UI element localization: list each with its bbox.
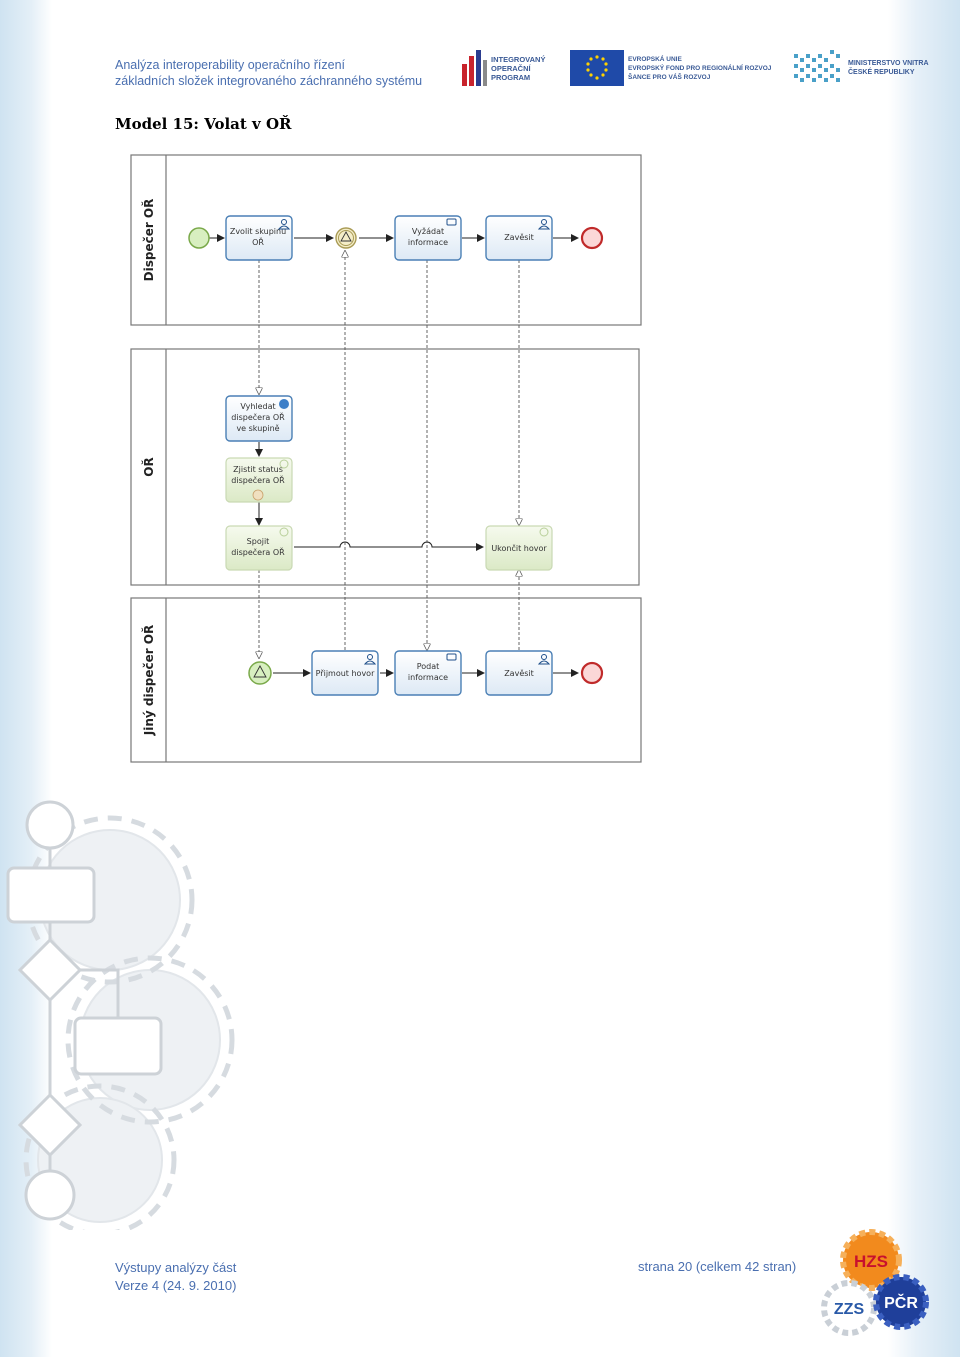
task-spojit-dispecera: Spojit dispečera OŘ xyxy=(225,525,293,571)
end-event-bottom xyxy=(580,661,604,685)
task-zjistit-status: Zjistit status dispečera OŘ xyxy=(225,457,293,503)
manual-task-icon xyxy=(446,218,457,226)
svg-text:Zavěsit: Zavěsit xyxy=(504,669,534,678)
eu-line-1: EVROPSKÁ UNIE xyxy=(628,55,682,63)
svg-text:dispečera OŘ: dispečera OŘ xyxy=(231,412,285,422)
signal-catch-event-top xyxy=(335,227,357,249)
service-task-icon xyxy=(539,527,549,537)
loop-marker-icon xyxy=(252,489,264,501)
mv-dots-icon xyxy=(794,50,840,82)
page-edge-right xyxy=(888,0,960,1357)
lane-jiny-dispecer: Jiný dispečer OŘ xyxy=(130,597,642,763)
signal-start-event-bottom xyxy=(248,661,272,685)
manual-task-icon xyxy=(446,653,457,661)
svg-text:Spojit: Spojit xyxy=(247,537,270,546)
bpmn-diagram: Dispečer OŘ OŘ Jiný dispečer OŘ xyxy=(130,154,642,763)
svg-text:HZS: HZS xyxy=(854,1252,888,1271)
service-task-icon xyxy=(279,527,289,537)
task-podat-informace: Podat informace xyxy=(394,650,462,696)
header-line-1: Analýza interoperability operačního říze… xyxy=(115,58,345,72)
pcr-badge: PČR xyxy=(873,1274,929,1330)
end-event-top xyxy=(580,226,604,250)
service-task-icon xyxy=(279,399,289,409)
user-task-icon xyxy=(537,654,551,665)
user-task-icon xyxy=(363,654,377,665)
svg-text:dispečera OŘ: dispečera OŘ xyxy=(231,547,285,557)
iop-bars-icon xyxy=(462,50,487,86)
service-task-icon xyxy=(279,459,289,469)
eu-line-2: EVROPSKÝ FOND PRO REGIONÁLNÍ ROZVOJ xyxy=(628,64,772,72)
task-vyhledat-dispecera: Vyhledat dispečera OŘ ve skupině xyxy=(225,395,293,442)
task-zavesit-top: Zavěsit xyxy=(485,215,553,261)
task-zvolit-skupinu: Zvolit skupinu OŘ xyxy=(225,215,293,261)
task-ukoncit-hovor: Ukončit hovor xyxy=(485,525,553,571)
zzs-badge: ZZS xyxy=(821,1280,877,1336)
header-logos: INTEGROVANÝ OPERAČNÍ PROGRAM EVROPSKÁ UN… xyxy=(460,46,930,92)
svg-text:Zavěsit: Zavěsit xyxy=(504,233,534,242)
svg-text:ZZS: ZZS xyxy=(834,1301,865,1318)
lane-label-jiny: Jiný dispečer OŘ xyxy=(141,625,156,736)
footer-page-number: strana 20 (celkem 42 stran) xyxy=(638,1259,797,1274)
iop-logo: INTEGROVANÝ OPERAČNÍ PROGRAM xyxy=(460,46,545,90)
mv-line-1: MINISTERSTVO VNITRA xyxy=(848,60,929,67)
page-header: Analýza interoperability operačního říze… xyxy=(115,57,422,89)
svg-text:OŘ: OŘ xyxy=(252,237,264,247)
eu-flag-icon xyxy=(570,50,624,86)
svg-text:Přijmout hovor: Přijmout hovor xyxy=(316,669,375,678)
svg-text:Podat: Podat xyxy=(417,662,440,671)
iop-line-3: PROGRAM xyxy=(491,72,531,82)
mv-line-2: ČESKÉ REPUBLIKY xyxy=(848,69,915,76)
iop-line-1: INTEGROVANÝ xyxy=(491,54,546,64)
eu-line-3: ŠANCE PRO VÁŠ ROZVOJ xyxy=(628,73,711,81)
header-line-2: základních složek integrovaného záchrann… xyxy=(115,74,423,88)
task-prijmout-hovor: Přijmout hovor xyxy=(311,650,379,696)
eu-logo: EVROPSKÁ UNIE EVROPSKÝ FOND PRO REGIONÁL… xyxy=(570,46,771,90)
svg-text:PČR: PČR xyxy=(884,1293,918,1312)
iop-line-2: OPERAČNÍ xyxy=(491,63,531,73)
lane-dispecer: Dispečer OŘ xyxy=(130,154,642,326)
svg-text:Ukončit hovor: Ukončit hovor xyxy=(491,543,547,553)
svg-text:informace: informace xyxy=(408,238,448,247)
svg-text:informace: informace xyxy=(408,673,448,682)
svg-text:ve skupině: ve skupině xyxy=(236,424,279,433)
task-vyzadat-informace: Vyžádat informace xyxy=(394,215,462,261)
start-event xyxy=(188,227,210,249)
decorative-gears-graphic xyxy=(6,800,235,1230)
svg-text:Vyhledat: Vyhledat xyxy=(240,402,275,411)
hzs-badge: HZS xyxy=(840,1229,902,1291)
lane-or: OŘ xyxy=(130,348,640,586)
lane-label-dispecer: Dispečer OŘ xyxy=(141,199,156,282)
user-task-icon xyxy=(277,219,291,230)
footer-document-part: Výstupy analýzy část xyxy=(115,1260,237,1275)
svg-text:dispečera OŘ: dispečera OŘ xyxy=(231,475,285,485)
footer-version: Verze 4 (24. 9. 2010) xyxy=(115,1278,237,1293)
footer-left: Výstupy analýzy část Verze 4 (24. 9. 201… xyxy=(115,1259,236,1295)
svg-text:Zvolit skupinu: Zvolit skupinu xyxy=(230,227,286,236)
mv-logo: MINISTERSTVO VNITRA ČESKÉ REPUBLIKY xyxy=(792,46,929,90)
user-task-icon xyxy=(537,219,551,230)
page-title: Model 15: Volat v OŘ xyxy=(115,115,292,133)
task-zavesit-bottom: Zavěsit xyxy=(485,650,553,696)
lane-label-or: OŘ xyxy=(141,457,156,476)
svg-text:Zjistit status: Zjistit status xyxy=(233,465,283,474)
rescue-services-badges: HZS ZZS PČR xyxy=(821,1229,929,1336)
svg-text:Vyžádat: Vyžádat xyxy=(412,227,444,236)
